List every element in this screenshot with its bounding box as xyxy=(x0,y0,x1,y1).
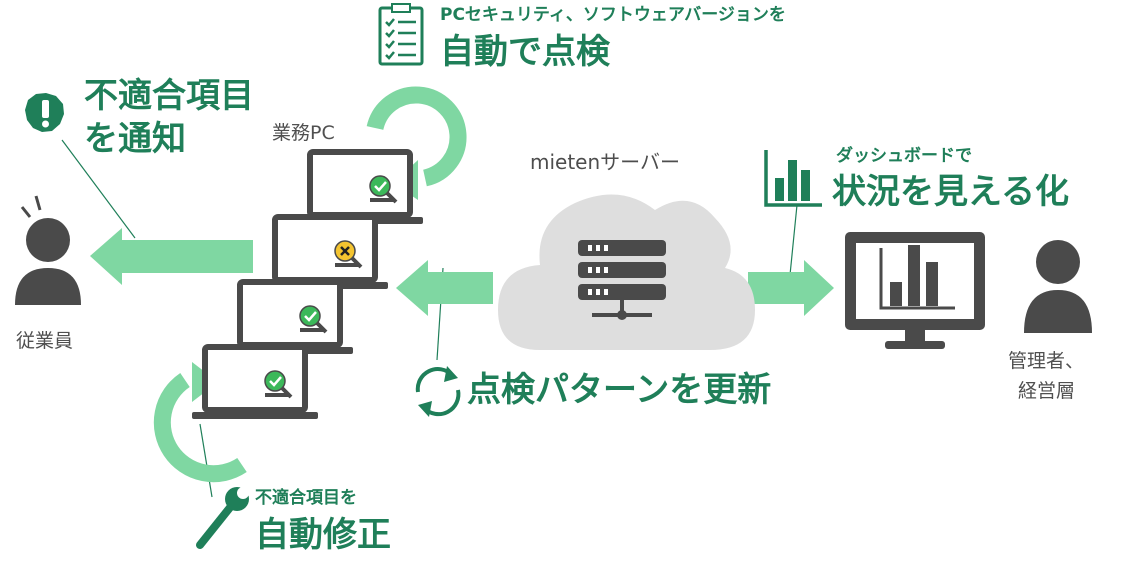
manager-person-icon xyxy=(1024,240,1092,333)
refresh-icon xyxy=(415,366,461,417)
business-pc-laptop xyxy=(262,214,388,289)
auto-fix-title: 自動修正 xyxy=(255,515,391,555)
bar-chart-icon xyxy=(764,150,822,207)
business-pc-laptop xyxy=(297,149,423,224)
alert-badge-icon xyxy=(25,93,64,132)
checklist-icon xyxy=(378,3,424,66)
server-label: mietenサーバー xyxy=(530,150,680,174)
leader-line-fix xyxy=(199,423,213,498)
business-pc-stack xyxy=(192,149,423,419)
check-ok-icon xyxy=(264,370,293,399)
wrench-icon xyxy=(196,487,249,549)
cloud-server xyxy=(498,194,755,350)
business-pc-label: 業務PC xyxy=(272,122,335,144)
leader-line-notify xyxy=(61,139,136,239)
auto-check-subtitle: PCセキュリティ、ソフトウェアバージョンを xyxy=(440,5,786,25)
employee-person-icon xyxy=(15,195,81,305)
check-ok-icon xyxy=(369,175,398,204)
business-pc-laptop xyxy=(227,279,353,354)
notify-title-line2: を通知 xyxy=(84,119,186,159)
employee-label: 従業員 xyxy=(16,330,74,352)
update-pattern-title: 点検パターンを更新 xyxy=(467,370,772,410)
check-ok-icon xyxy=(299,305,328,334)
check-ng-icon xyxy=(334,240,363,269)
auto-check-title: 自動で点検 xyxy=(440,32,610,72)
dashboard-arrow xyxy=(748,260,834,316)
manager-label-line1: 管理者、 xyxy=(1008,350,1085,372)
dashboard-monitor xyxy=(845,232,985,349)
leader-line-dashboard xyxy=(789,204,798,276)
update-arrow xyxy=(396,260,493,316)
business-pc-laptop xyxy=(192,344,318,419)
manager-label-line2: 経営層 xyxy=(1018,380,1076,402)
notify-arrow xyxy=(90,228,253,285)
dashboard-subtitle: ダッシュボードで xyxy=(836,146,972,166)
dashboard-title: 状況を見える化 xyxy=(832,172,1069,212)
auto-fix-subtitle: 不適合項目を xyxy=(255,488,357,508)
notify-title-line1: 不適合項目 xyxy=(84,76,254,116)
